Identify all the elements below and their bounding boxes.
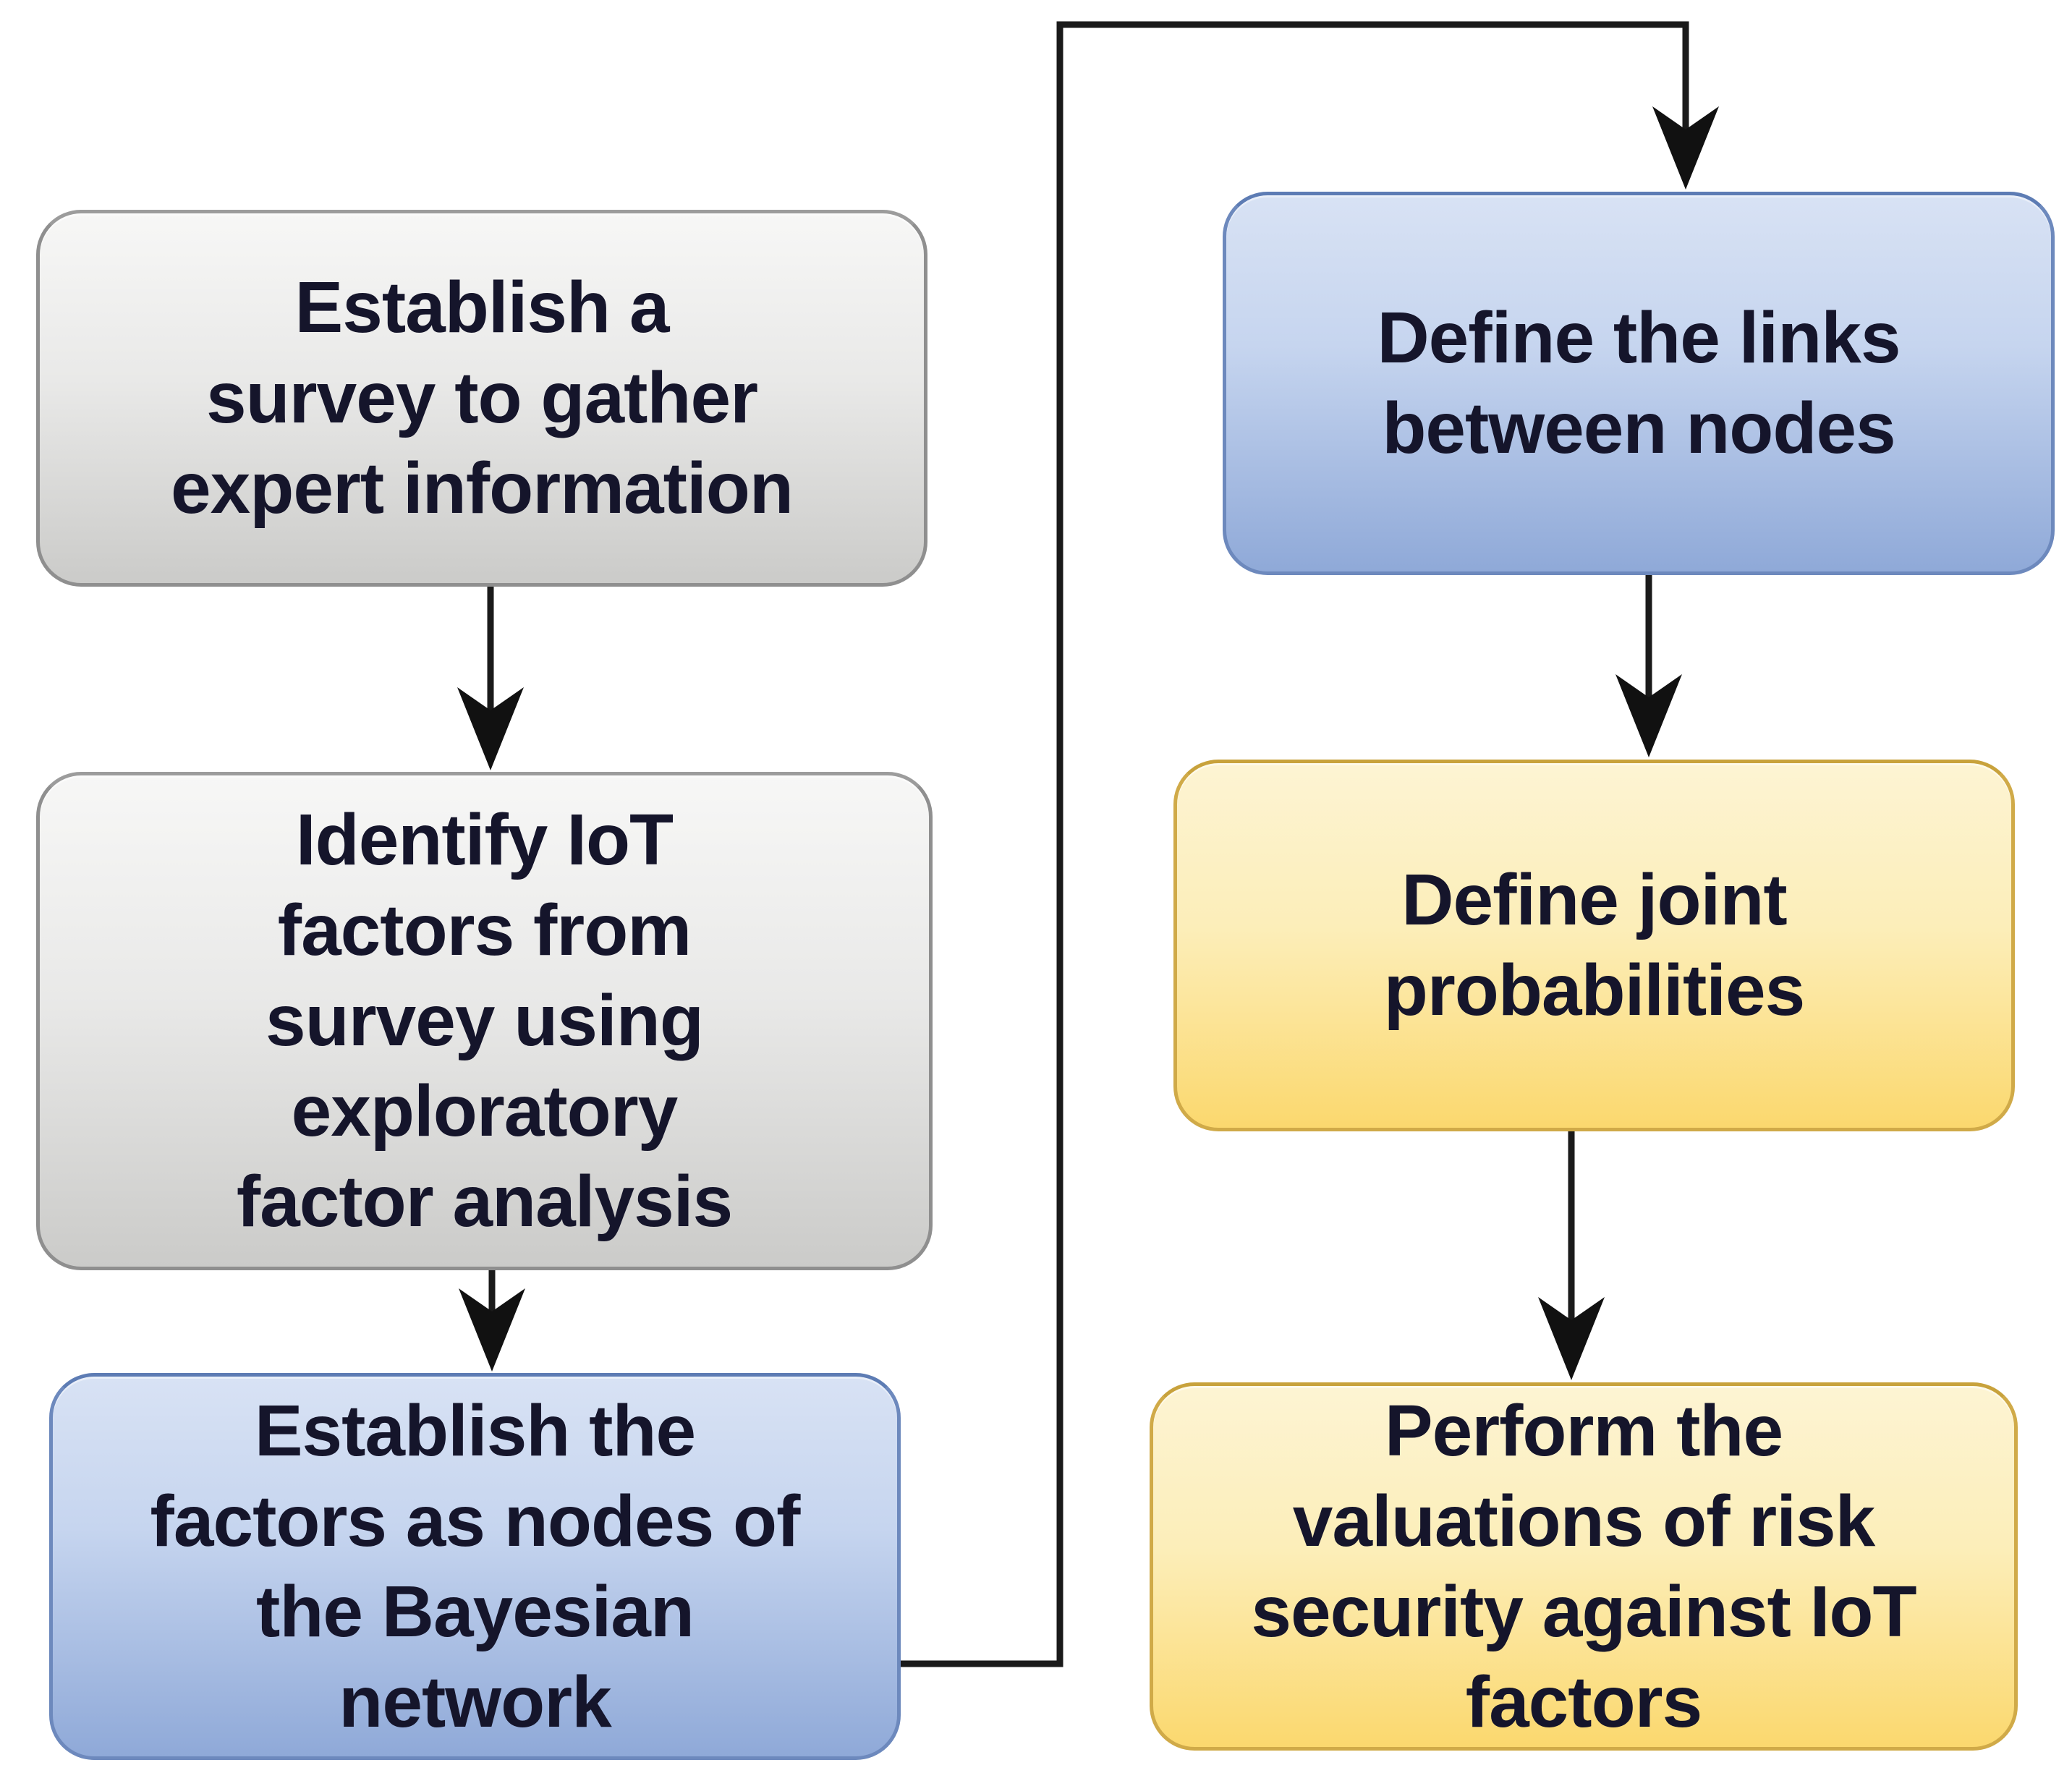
flowchart-node-define-joint-probabilities: Define joint probabilities xyxy=(1173,760,2015,1131)
connector-links-to-probabilities xyxy=(1615,575,1682,757)
node-label: Define the links between nodes xyxy=(1377,297,1901,469)
arrowhead-down-icon xyxy=(1652,106,1719,190)
flowchart-node-establish-factors-as-nodes: Establish the factors as nodes of the Ba… xyxy=(49,1373,901,1760)
node-label: Define joint probabilities xyxy=(1383,859,1806,1031)
flowchart-node-define-links: Define the links between nodes xyxy=(1223,192,2055,575)
arrowhead-down-icon xyxy=(1615,674,1682,757)
node-label: Identify IoT factors from survey using e… xyxy=(236,799,733,1242)
connector-nodes-to-links-elbow xyxy=(901,21,1719,1667)
arrowhead-down-icon xyxy=(1538,1297,1605,1380)
node-label: Establish the factors as nodes of the Ba… xyxy=(150,1390,801,1743)
node-label: Perform the valuations of risk security … xyxy=(1251,1390,1916,1743)
arrowhead-down-icon xyxy=(459,1288,525,1372)
connector-identify-to-nodes xyxy=(459,1270,525,1372)
flowchart-node-perform-valuations: Perform the valuations of risk security … xyxy=(1150,1382,2018,1751)
flowchart-node-identify-iot-factors: Identify IoT factors from survey using e… xyxy=(36,772,933,1270)
connector-survey-to-identify xyxy=(457,587,524,770)
arrowhead-down-icon xyxy=(457,687,524,770)
node-label: Establish a survey to gather expert info… xyxy=(171,267,794,529)
flowchart-node-establish-survey: Establish a survey to gather expert info… xyxy=(36,210,927,587)
connector-probabilities-to-valuations xyxy=(1538,1131,1605,1380)
